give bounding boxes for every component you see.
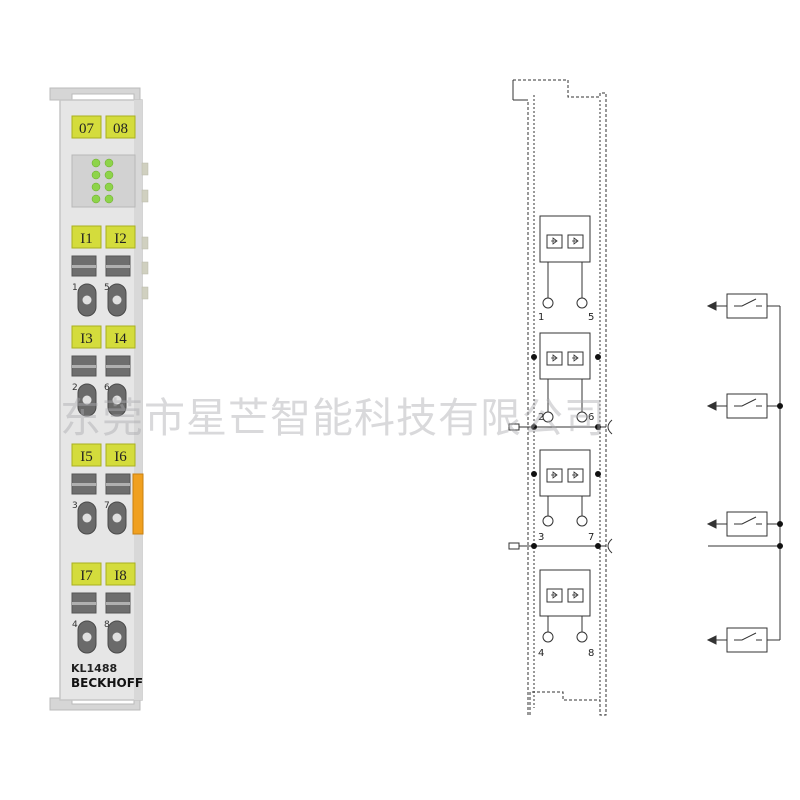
terminal-number-3: 3 — [72, 501, 78, 511]
switch-3 — [706, 511, 780, 537]
led-label-7: 07 — [79, 121, 95, 137]
terminal-schematic — [508, 79, 613, 716]
optocoupler-block-2 — [539, 332, 591, 423]
switch-2 — [706, 393, 780, 419]
channel-group-2: I3 I4 2 6 — [71, 325, 136, 417]
switch-1 — [706, 293, 780, 319]
status-leds — [91, 158, 114, 204]
terminal-number-7: 7 — [104, 501, 110, 511]
channel-group-1: I1 I2 1 5 — [71, 225, 136, 317]
terminal-module: 07 08 I1 I2 1 5 — [49, 87, 149, 711]
input-label-i2: I2 — [114, 231, 127, 247]
brand-logo: BECKHOFF — [71, 676, 143, 690]
terminal-number-5: 5 — [104, 283, 110, 293]
optocoupler-block-3 — [539, 449, 591, 527]
optocoupler-block-1 — [539, 215, 591, 309]
terminal-number-8: 8 — [104, 620, 110, 630]
channel-group-4: I7 I8 4 8 — [71, 562, 136, 654]
terminal-label: 6 — [588, 412, 594, 423]
housing-outline — [512, 79, 607, 716]
terminal-number-2: 2 — [72, 383, 78, 393]
input-label-i5: I5 — [80, 449, 93, 465]
input-label-i7: I7 — [80, 568, 93, 584]
terminal-label: 1 — [538, 312, 544, 323]
switch-4 — [706, 627, 780, 653]
led-label-8: 08 — [113, 121, 128, 137]
input-label-i1: I1 — [80, 231, 93, 247]
terminal-number-4: 4 — [72, 620, 78, 630]
terminal-number-6: 6 — [104, 383, 110, 393]
orange-tab — [132, 473, 144, 535]
input-label-i4: I4 — [114, 331, 127, 347]
terminal-label: 8 — [588, 648, 594, 659]
model-label: KL1488 — [71, 662, 117, 675]
input-label-i6: I6 — [114, 449, 127, 465]
terminal-label: 3 — [538, 532, 544, 543]
schematic-terminal-numbers: 1 5 2 6 3 7 4 8 — [538, 312, 594, 659]
input-label-i8: I8 — [114, 568, 127, 584]
terminal-label: 5 — [588, 312, 594, 323]
input-label-i3: I3 — [80, 331, 93, 347]
channel-group-3: I5 I6 3 7 — [71, 443, 136, 535]
switch-wiring — [706, 293, 783, 653]
terminal-number-1: 1 — [72, 283, 78, 293]
terminal-label: 4 — [538, 648, 544, 659]
led-window — [71, 154, 136, 208]
optocoupler-block-4 — [539, 569, 591, 643]
terminal-label: 7 — [588, 532, 594, 543]
terminal-label: 2 — [538, 412, 544, 423]
